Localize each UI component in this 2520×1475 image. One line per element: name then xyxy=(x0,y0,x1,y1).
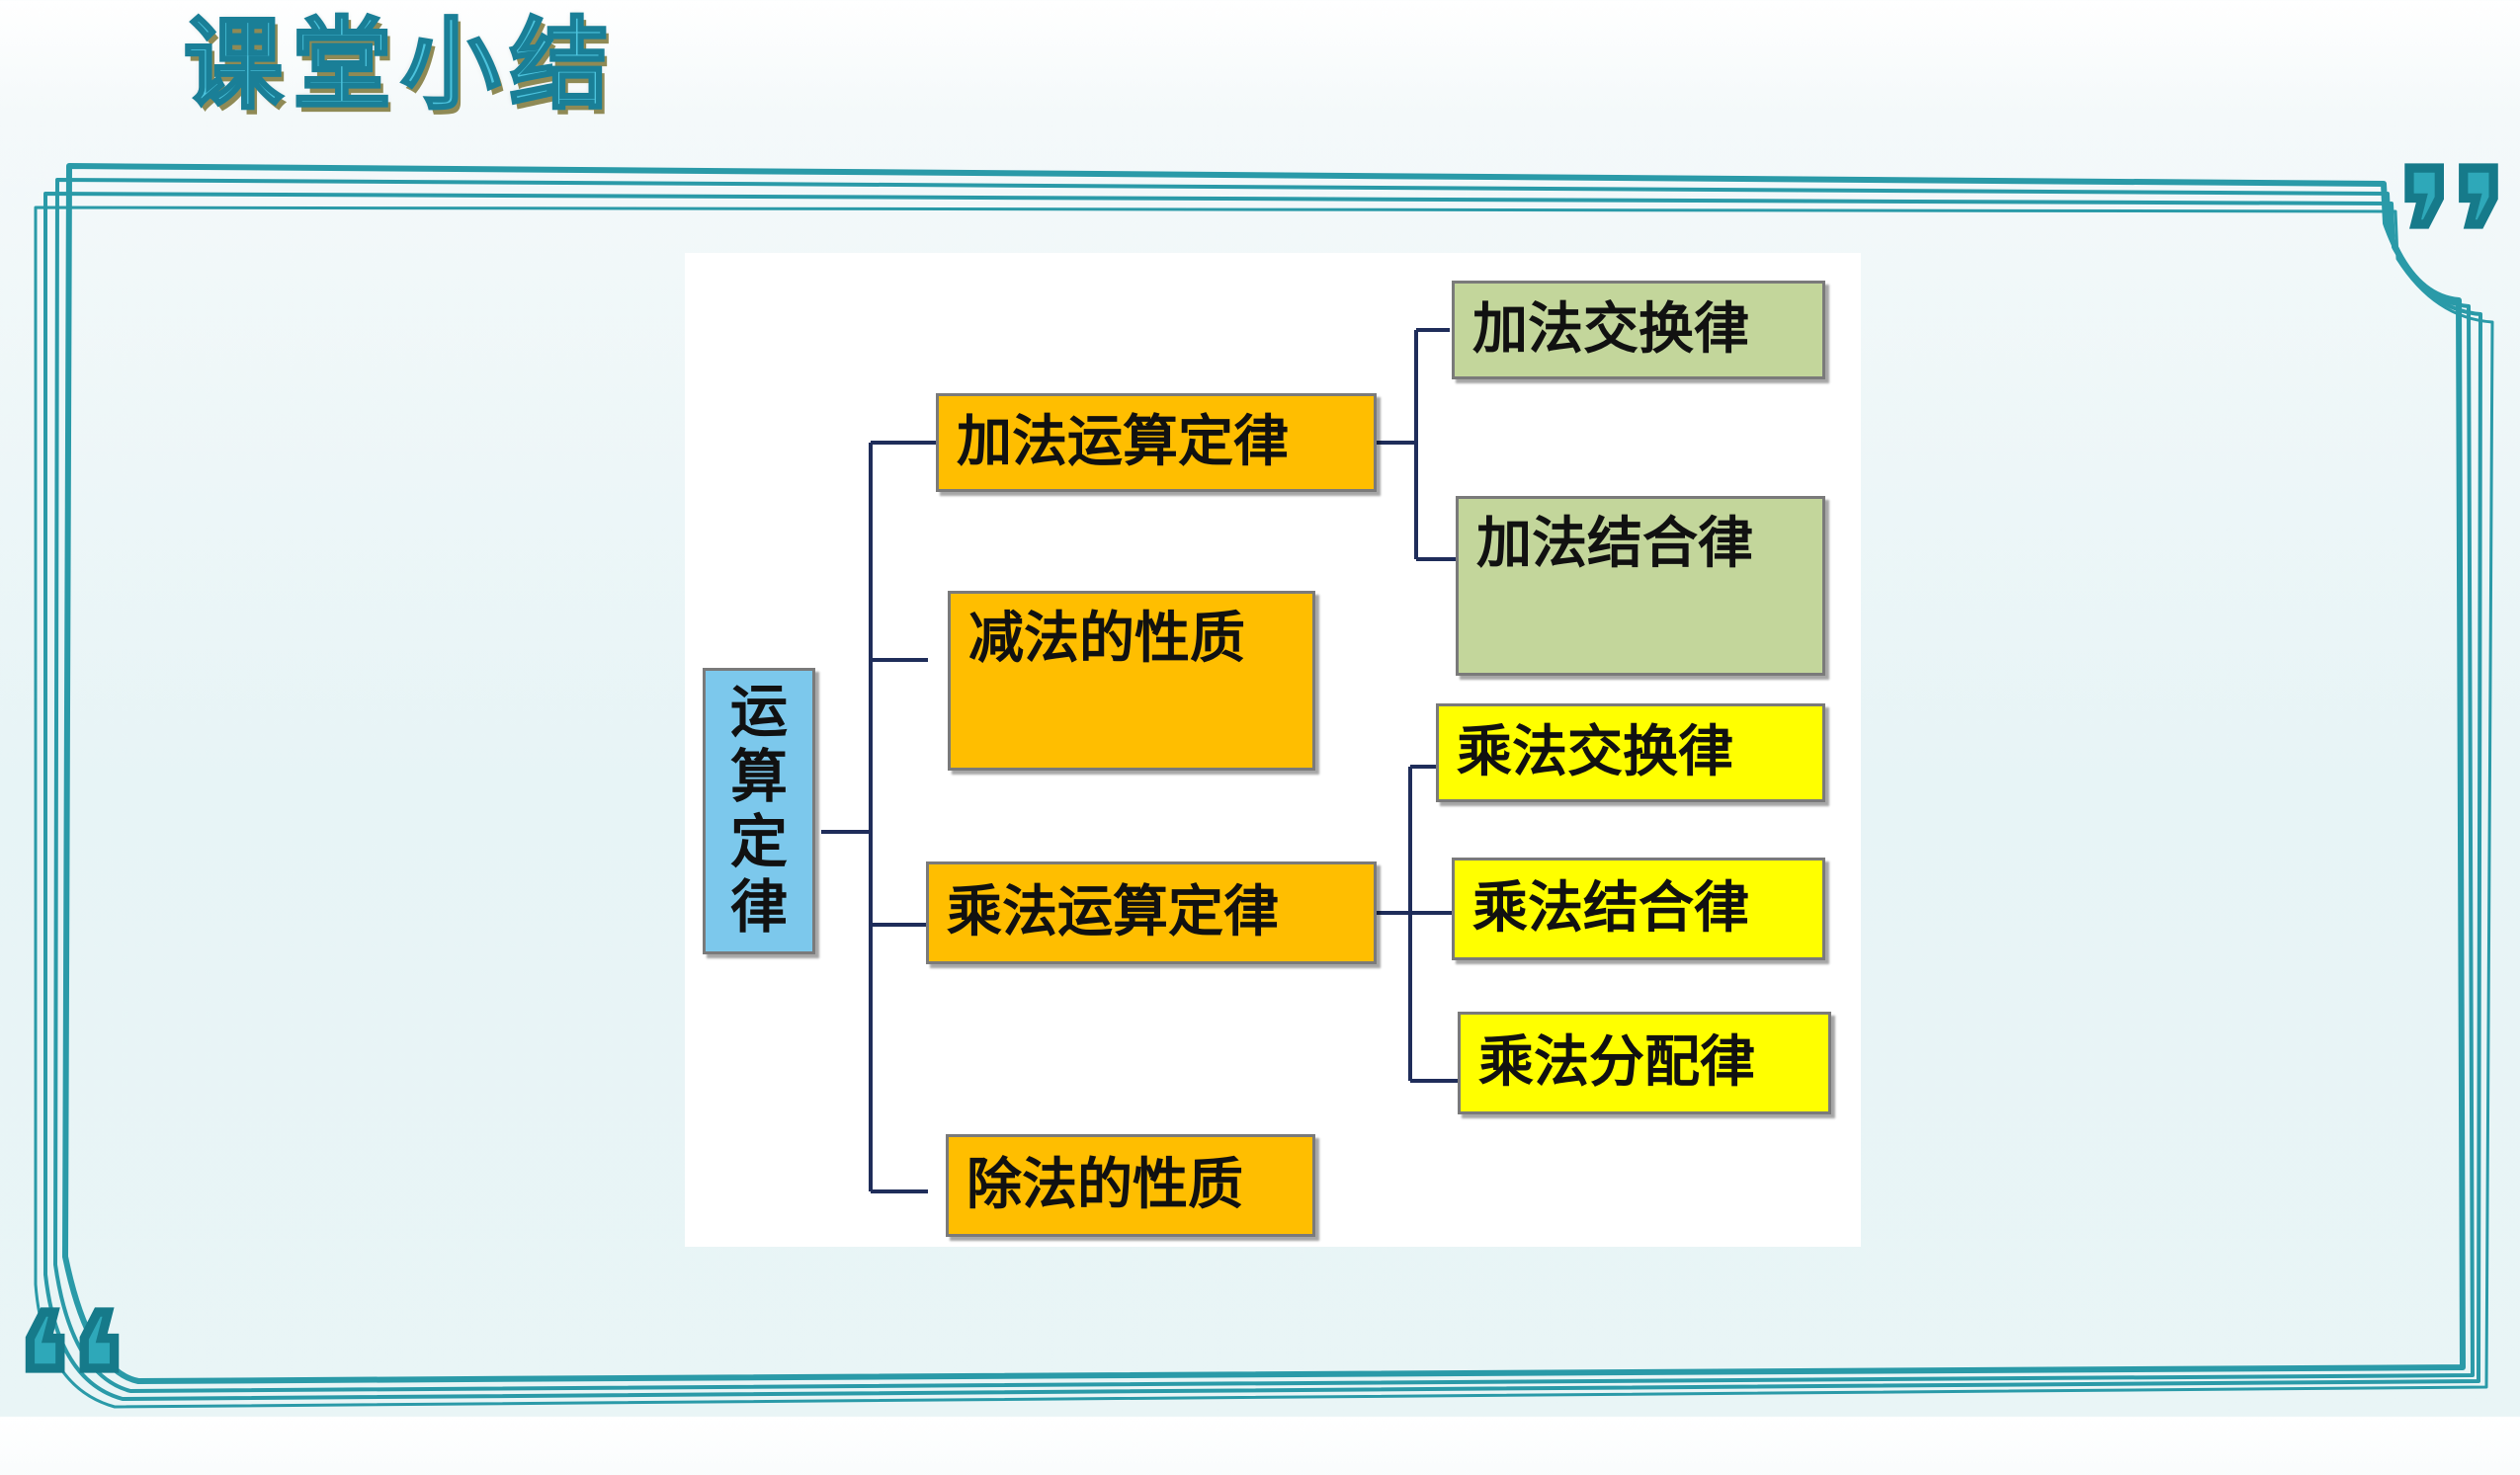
leaf-label: 乘法分配律 xyxy=(1478,1030,1755,1095)
leaf-label: 加法结合律 xyxy=(1476,512,1753,576)
slide-title: 课堂小结 xyxy=(183,6,619,124)
leaf-node-addition-commutative: 加法交换律 xyxy=(1452,281,1825,379)
closing-quote-icon: ❜❜ xyxy=(2397,133,2510,331)
branch-label: 加法运算定律 xyxy=(957,410,1289,474)
branch-label: 乘法运算定律 xyxy=(947,880,1279,944)
branch-node-addition-laws: 加法运算定律 xyxy=(936,393,1377,492)
leaf-label: 加法交换律 xyxy=(1472,297,1749,362)
branch-node-subtraction-properties: 减法的性质 xyxy=(948,591,1315,771)
leaf-node-multiplication-commutative: 乘法交换律 xyxy=(1436,703,1825,802)
root-node-label: 运算定律 xyxy=(729,678,788,941)
branch-label: 除法的性质 xyxy=(966,1153,1243,1217)
branch-label: 减法的性质 xyxy=(968,607,1245,671)
slide-frame xyxy=(34,163,2494,1409)
root-node: 运算定律 xyxy=(703,668,815,954)
branch-node-multiplication-laws: 乘法运算定律 xyxy=(926,861,1377,964)
leaf-label: 乘法交换律 xyxy=(1457,720,1733,784)
mind-map-connectors xyxy=(821,328,1458,1193)
leaf-label: 乘法结合律 xyxy=(1472,876,1749,941)
leaf-node-multiplication-associative: 乘法结合律 xyxy=(1452,858,1825,960)
mind-map: 运算定律 加法运算定律 减法的性质 乘法运算定律 除法的性质 加法交换律 加法结… xyxy=(685,253,1861,1247)
leaf-node-addition-associative: 加法结合律 xyxy=(1456,496,1825,676)
leaf-node-multiplication-distributive: 乘法分配律 xyxy=(1458,1012,1831,1114)
branch-node-division-properties: 除法的性质 xyxy=(946,1134,1315,1237)
opening-quote-icon: ❛❛ xyxy=(14,1277,126,1475)
